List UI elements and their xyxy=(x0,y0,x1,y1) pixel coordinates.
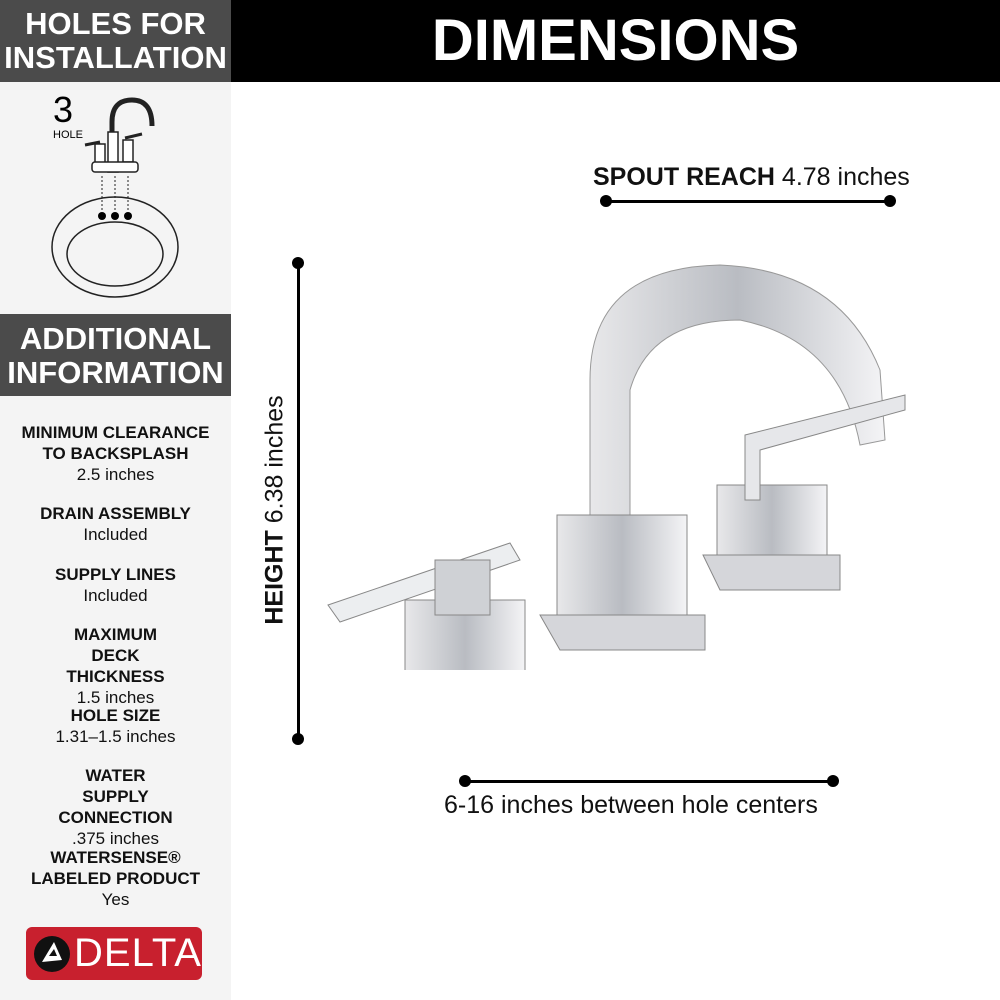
hole-count: 3 xyxy=(53,89,74,130)
info-value: .375 inches xyxy=(72,829,159,848)
faucet-image xyxy=(327,264,906,670)
info-value: 1.5 inches xyxy=(76,688,155,707)
info-key: HOLE SIZE xyxy=(70,706,161,725)
info-max-deck: MAXIMUM DECK THICKNESS 1.5 inches xyxy=(0,624,231,708)
info-hole-size: HOLE SIZE 1.31–1.5 inches xyxy=(0,705,231,747)
holes-header: HOLES FOR INSTALLATION xyxy=(0,0,231,82)
info-value: Yes xyxy=(101,890,130,909)
height-key: HEIGHT xyxy=(260,530,289,625)
info-key: WATERSENSE® LABELED PRODUCT xyxy=(30,848,201,888)
spout-reach-value: 4.78 inches xyxy=(781,163,910,191)
info-min-clearance: MINIMUM CLEARANCE TO BACKSPLASH 2.5 inche… xyxy=(0,422,231,485)
info-water-supply: WATER SUPPLY CONNECTION .375 inches xyxy=(0,765,231,849)
info-value: 1.31–1.5 inches xyxy=(55,727,176,746)
holes-header-line2: INSTALLATION xyxy=(4,40,227,75)
left-panel: HOLES FOR INSTALLATION 3 HOLE ADDITIONAL… xyxy=(0,0,231,1000)
info-drain-assembly: DRAIN ASSEMBLY Included xyxy=(0,503,231,545)
info-value: 2.5 inches xyxy=(76,465,155,484)
spread-label: 6-16 inches between hole centers xyxy=(444,791,818,819)
delta-logo-text: DELTA xyxy=(74,931,202,975)
spout-reach-key: SPOUT REACH xyxy=(593,163,775,191)
dimension-endpoint xyxy=(884,195,896,207)
spout-reach-line xyxy=(606,200,890,203)
info-key: MAXIMUM DECK THICKNESS xyxy=(66,625,165,686)
height-line xyxy=(297,263,300,739)
spout-reach-label: SPOUT REACH 4.78 inches xyxy=(593,163,910,192)
info-value: Included xyxy=(83,586,148,605)
info-key: MINIMUM CLEARANCE TO BACKSPLASH xyxy=(21,423,210,463)
page-title: DIMENSIONS xyxy=(231,0,1000,82)
dimension-endpoint xyxy=(292,733,304,745)
delta-triangle-icon xyxy=(34,935,70,972)
info-key: DRAIN ASSEMBLY xyxy=(40,504,191,523)
info-value: Included xyxy=(83,525,148,544)
info-key: SUPPLY LINES xyxy=(55,565,176,584)
info-key: WATER SUPPLY CONNECTION xyxy=(58,766,173,827)
additional-info-header: ADDITIONAL INFORMATION xyxy=(0,314,231,396)
info-watersense: WATERSENSE® LABELED PRODUCT Yes xyxy=(0,847,231,910)
height-label: HEIGHT 6.38 inches xyxy=(261,395,290,624)
spread-line xyxy=(465,780,833,783)
additional-header-line2: INFORMATION xyxy=(7,355,224,390)
height-value: 6.38 inches xyxy=(260,395,289,524)
additional-header-line1: ADDITIONAL xyxy=(19,321,212,356)
holes-header-line1: HOLES FOR xyxy=(25,6,206,41)
hole-label: HOLE xyxy=(53,129,83,141)
three-hole-sink-illustration xyxy=(51,97,179,298)
delta-logo: DELTA xyxy=(26,927,202,980)
info-supply-lines: SUPPLY LINES Included xyxy=(0,564,231,606)
dimension-endpoint xyxy=(827,775,839,787)
